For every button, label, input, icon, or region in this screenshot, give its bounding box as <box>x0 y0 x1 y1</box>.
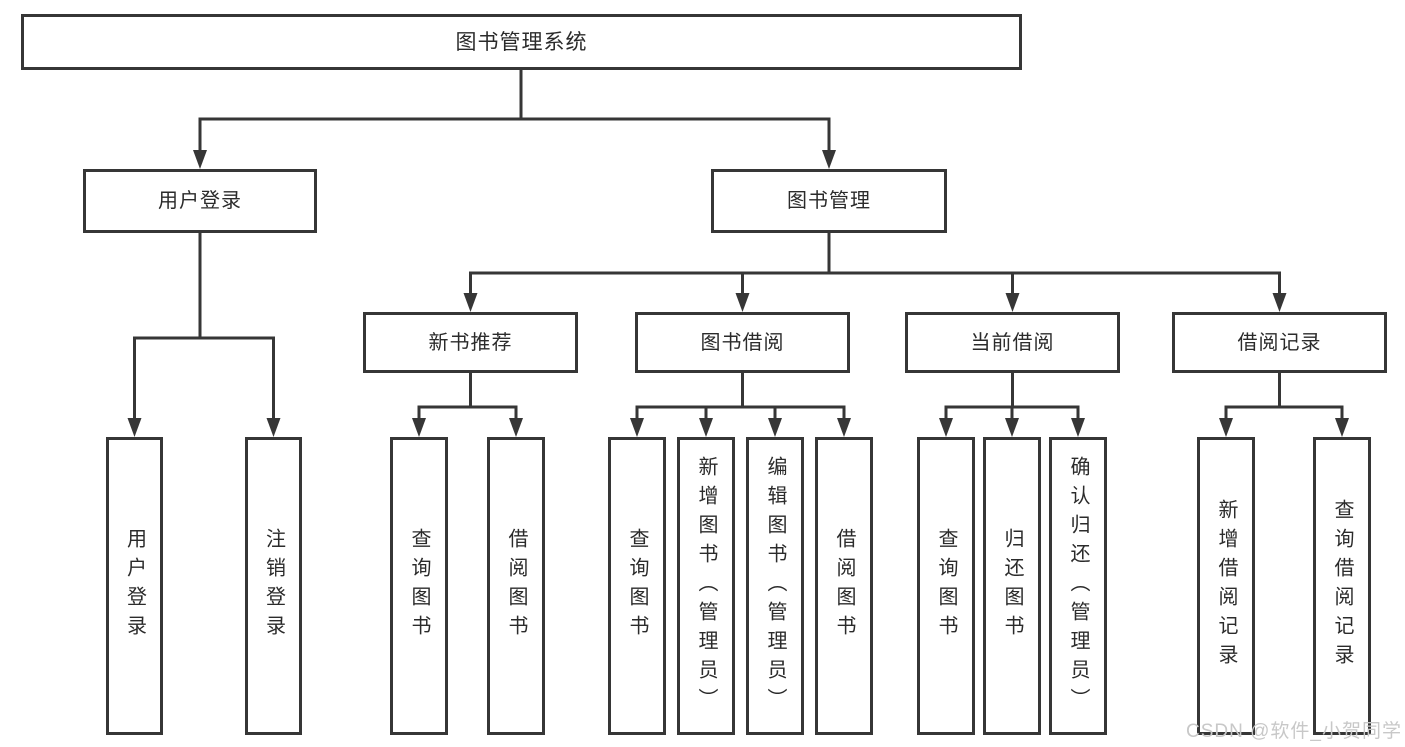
node-user-login: 用户登录 <box>83 169 317 233</box>
arrowhead-leaf-edit-book <box>768 418 782 437</box>
arrowhead-leaf-query-books-3 <box>939 418 953 437</box>
arrowhead-leaf-return-book <box>1005 418 1019 437</box>
arrowhead-borrow-records <box>1272 293 1287 312</box>
leaf-return-book: 归还图书 <box>983 437 1041 735</box>
connector-level3-bus <box>469 271 1281 295</box>
leaf-borrow-books-recommend: 借阅图书 <box>487 437 545 735</box>
arrowhead-leaf-query-books-2 <box>630 418 644 437</box>
arrowhead-leaf-query-borrow-record <box>1335 418 1349 437</box>
arrowhead-user-login <box>193 150 207 169</box>
arrowhead-leaf-add-book <box>699 418 713 437</box>
node-borrow-records: 借阅记录 <box>1172 312 1387 373</box>
leaf-query-books-borrow: 查询图书 <box>608 437 666 735</box>
connector-new-book-bus <box>417 405 518 420</box>
node-book-borrow: 图书借阅 <box>635 312 850 373</box>
leaf-add-borrow-record: 新增借阅记录 <box>1197 437 1255 735</box>
leaf-add-book-admin: 新增图书（管理员） <box>677 437 735 735</box>
node-book-management: 图书管理 <box>711 169 947 233</box>
arrowhead-leaf-user-login <box>127 418 142 437</box>
connector-user-login-bus <box>133 336 275 420</box>
leaf-query-borrow-record: 查询借阅记录 <box>1313 437 1371 735</box>
arrowhead-leaf-borrow-books-1 <box>509 418 523 437</box>
leaf-edit-book-admin: 编辑图书（管理员） <box>746 437 804 735</box>
leaf-borrow-books: 借阅图书 <box>815 437 873 735</box>
leaf-confirm-return-admin: 确认归还（管理员） <box>1049 437 1107 735</box>
connector-borrow-records-bus <box>1224 405 1344 420</box>
leaf-user-login: 用户登录 <box>106 437 163 735</box>
connector-current-borrow-bus <box>944 405 1080 420</box>
node-current-borrow: 当前借阅 <box>905 312 1120 373</box>
node-new-book-recommend: 新书推荐 <box>363 312 578 373</box>
arrowhead-new-book-recommend <box>463 293 478 312</box>
node-library-management-system: 图书管理系统 <box>21 14 1022 70</box>
arrowhead-leaf-add-borrow-record <box>1219 418 1233 437</box>
arrowhead-book-management <box>822 150 836 169</box>
arrowhead-leaf-logout <box>266 418 281 437</box>
leaf-query-books-recommend: 查询图书 <box>390 437 448 735</box>
arrowhead-leaf-confirm-return <box>1071 418 1085 437</box>
connector-book-borrow-bus <box>635 405 846 420</box>
csdn-watermark: CSDN @软件_小贺同学 <box>1186 721 1402 742</box>
arrowhead-current-borrow <box>1005 293 1020 312</box>
arrowhead-book-borrow <box>735 293 750 312</box>
connector-level2-bus <box>198 117 831 153</box>
leaf-query-books-current: 查询图书 <box>917 437 975 735</box>
arrowhead-leaf-query-books-1 <box>412 418 426 437</box>
arrowhead-leaf-borrow-books-2 <box>837 418 851 437</box>
leaf-logout-login: 注销登录 <box>245 437 302 735</box>
